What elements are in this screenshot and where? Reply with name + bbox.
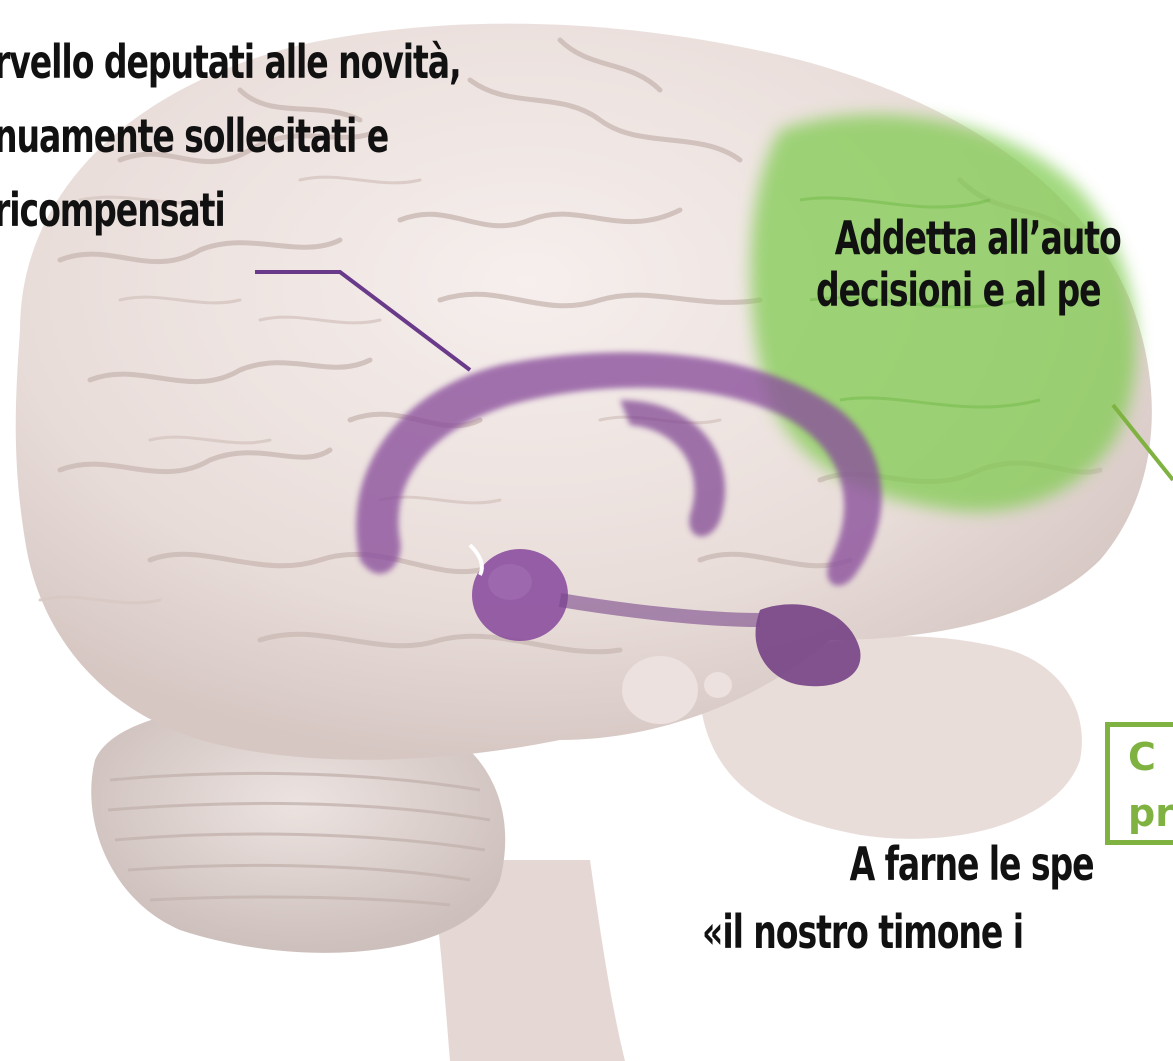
left-annotation-line-3: ricompensati xyxy=(0,183,226,237)
limbic-arc xyxy=(356,352,882,586)
hippocampus xyxy=(755,604,861,687)
bottom-annotation: A farne le spe «il nostro timone i xyxy=(702,837,1095,959)
temporal-lobe-right xyxy=(700,636,1082,839)
left-annotation: rvello deputati alle novità, nuamente so… xyxy=(0,35,462,258)
bottom-annotation-line-1: A farne le spe xyxy=(849,837,1095,891)
green-label-line-2: pr xyxy=(1128,791,1173,835)
right-annotation: Addetta all’auto decisioni e al pe xyxy=(816,211,1122,317)
right-annotation-line-1: Addetta all’auto xyxy=(834,211,1122,265)
green-label-box: C pr xyxy=(1105,722,1173,845)
right-leader-line xyxy=(1111,403,1173,482)
green-label-line-1: C xyxy=(1128,735,1156,779)
left-annotation-line-2: nuamente sollecitati e xyxy=(0,109,389,163)
prefrontal-cortex-highlight xyxy=(750,114,1137,512)
cerebellum xyxy=(91,703,506,953)
left-annotation-line-1: rvello deputati alle novità, xyxy=(0,35,462,89)
left-leader-line xyxy=(255,270,472,372)
bottom-annotation-line-2: «il nostro timone i xyxy=(702,905,1024,959)
right-annotation-line-2: decisioni e al pe xyxy=(816,263,1102,317)
mammillary-body xyxy=(622,656,698,724)
limbic-inner-curve xyxy=(620,400,726,537)
